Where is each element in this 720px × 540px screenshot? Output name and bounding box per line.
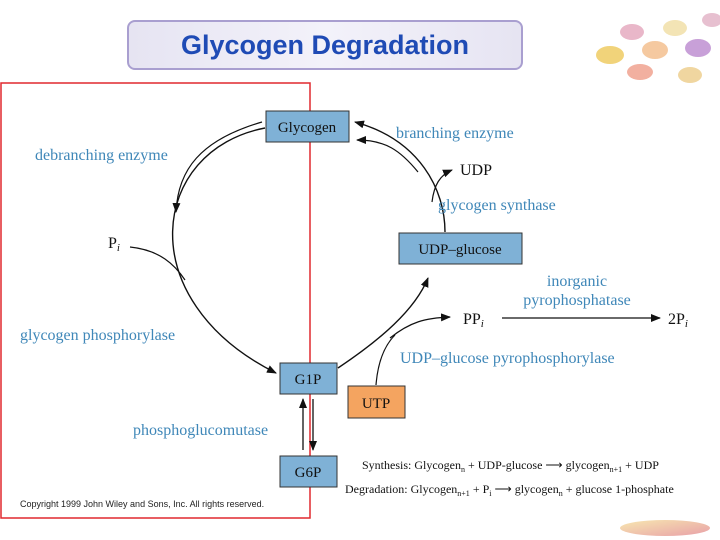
decorative-swoosh <box>620 520 710 536</box>
g6p-label: G6P <box>295 465 322 481</box>
udp-glucose-node <box>398 232 523 265</box>
highlight-frame <box>0 82 311 519</box>
synthesis-equation: Synthesis: Glycogenn + UDP-glucose ⟶ gly… <box>362 458 659 474</box>
ppi-label: PPi <box>463 311 484 330</box>
utp-node <box>347 385 406 419</box>
glycogen-phosphorylase-label: glycogen phosphorylase <box>20 327 175 344</box>
g1p-label: G1P <box>295 372 322 388</box>
pi-input-arrow <box>129 246 186 281</box>
page-title: Glycogen Degradation <box>180 29 470 60</box>
debranching-arrow <box>172 121 263 213</box>
debranching-enzyme-label: debranching enzyme <box>35 147 168 164</box>
pyrophosphatase-label: pyrophosphatase <box>523 292 631 309</box>
ppi-release-arrow <box>389 313 451 339</box>
copyright-notice: Copyright 1999 John Wiley and Sons, Inc.… <box>20 499 264 509</box>
pi-label: Pi <box>108 235 120 254</box>
glycogen-synthase-label: glycogen synthase <box>438 197 556 214</box>
phosphorylase-arrow <box>171 127 277 374</box>
pyrophosphorylase-arrow <box>337 277 429 369</box>
udp-label: UDP <box>460 162 492 179</box>
two-pi-label: 2Pi <box>668 311 688 330</box>
udp-glucose-pyrophosphorylase-label: UDP–glucose pyrophosphorylase <box>400 350 615 367</box>
g1p-node <box>279 362 338 395</box>
glycogen-node <box>265 110 350 143</box>
synthase-arrow <box>354 120 446 233</box>
degradation-equation: Degradation: Glycogenn+1 + Pi ⟶ glycogen… <box>345 482 674 498</box>
utp-input-arrow <box>375 334 396 386</box>
decorative-candies <box>596 13 720 83</box>
inorganic-label: inorganic <box>547 273 607 290</box>
utp-label: UTP <box>362 396 390 412</box>
g6p-node <box>279 455 338 488</box>
branching-enzyme-label: branching enzyme <box>396 125 514 142</box>
branching-arrow <box>356 136 419 173</box>
title-banner: Glycogen Degradation <box>127 20 523 70</box>
udp-release-arrow <box>431 169 453 203</box>
phosphoglucomutase-label: phosphoglucomutase <box>133 422 268 439</box>
glycogen-label: Glycogen <box>278 120 337 136</box>
udp-glucose-label: UDP–glucose <box>418 242 502 258</box>
